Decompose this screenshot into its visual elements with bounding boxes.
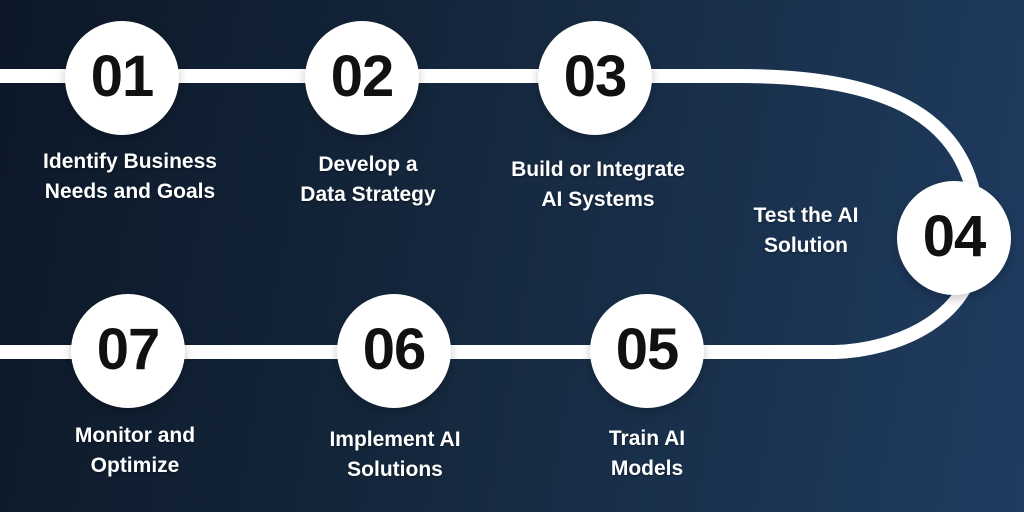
step-number-06: 06: [362, 317, 427, 382]
step-circle-03: 03: [538, 21, 652, 135]
step-label-03: Build or Integrate AI Systems: [511, 158, 685, 211]
step-number-05: 05: [615, 317, 680, 382]
step-number-03: 03: [563, 44, 628, 109]
step-circle-05: 05: [590, 294, 704, 408]
step-number-02: 02: [330, 44, 395, 109]
step-label-07: Monitor and Optimize: [74, 424, 196, 477]
step-label-06: Implement AI Solutions: [329, 428, 461, 481]
step-circle-07: 07: [71, 294, 185, 408]
step-label-04: Test the AI Solution: [753, 204, 859, 257]
step-circle-06: 06: [337, 294, 451, 408]
step-label-05: Train AI Models: [608, 427, 686, 480]
step-number-04: 04: [922, 204, 987, 269]
step-circle-02: 02: [305, 21, 419, 135]
step-label-02: Develop a Data Strategy: [300, 153, 436, 206]
step-label-01: Identify Business Needs and Goals: [43, 150, 217, 203]
step-number-01: 01: [90, 44, 155, 109]
step-circle-01: 01: [65, 21, 179, 135]
step-circle-04: 04: [897, 181, 1011, 295]
step-number-07: 07: [96, 317, 161, 382]
